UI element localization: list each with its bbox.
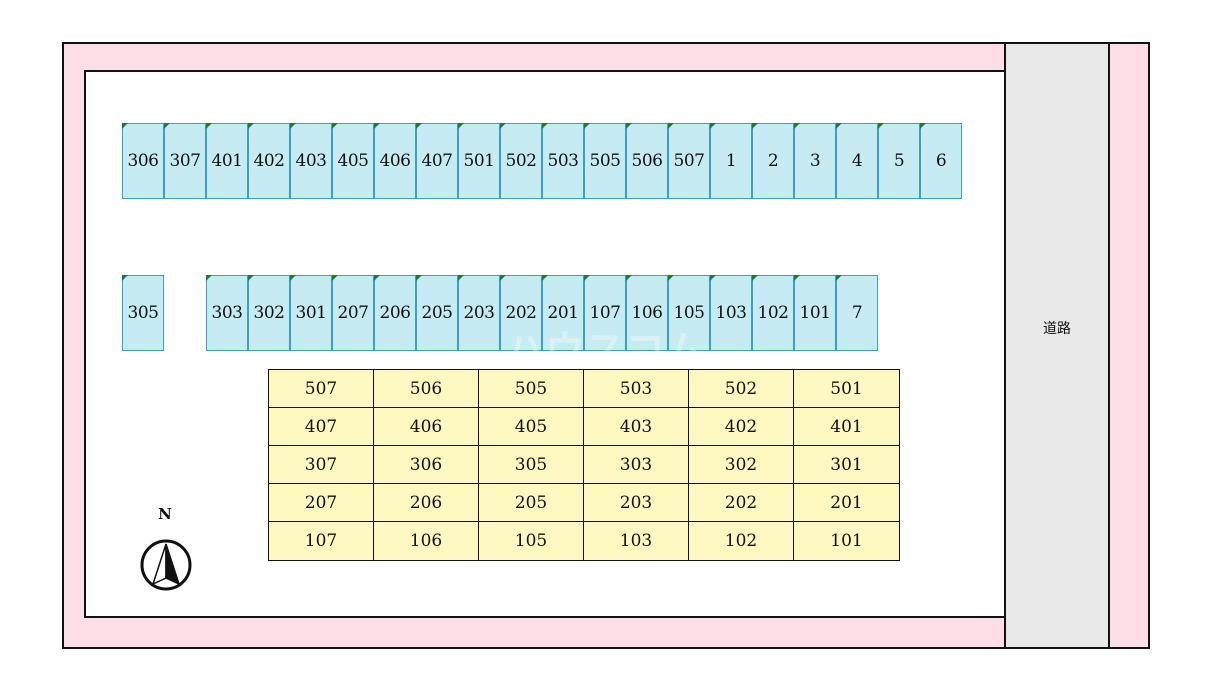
parking-stall: 305	[122, 275, 164, 351]
parking-stall: 405	[332, 123, 374, 199]
building-unit: 402	[689, 408, 794, 446]
building-unit: 302	[689, 446, 794, 484]
parking-stall: 1	[710, 123, 752, 199]
building-unit: 507	[269, 370, 374, 408]
building-unit: 401	[794, 408, 899, 446]
building-unit: 102	[689, 522, 794, 560]
parking-stall: 103	[710, 275, 752, 351]
parking-stall: 205	[416, 275, 458, 351]
parking-stall: 105	[668, 275, 710, 351]
parking-stall: 301	[290, 275, 332, 351]
parking-stall: 3	[794, 123, 836, 199]
building-unit: 407	[269, 408, 374, 446]
parking-stall: 402	[248, 123, 290, 199]
north-label: N	[158, 505, 172, 523]
building-unit: 405	[479, 408, 584, 446]
building-unit: 307	[269, 446, 374, 484]
parking-stall: 201	[542, 275, 584, 351]
parking-stall: 403	[290, 123, 332, 199]
parking-stall: 401	[206, 123, 248, 199]
building-unit: 103	[584, 522, 689, 560]
parking-stall: 502	[500, 123, 542, 199]
parking-stall: 506	[626, 123, 668, 199]
road-label: 道路	[1043, 321, 1071, 337]
parking-stall: 505	[584, 123, 626, 199]
building-unit: 203	[584, 484, 689, 522]
road	[1004, 42, 1110, 649]
building-unit: 202	[689, 484, 794, 522]
building-unit: 301	[794, 446, 899, 484]
building-unit: 506	[374, 370, 479, 408]
parking-stall: 507	[668, 123, 710, 199]
parking-stall: 406	[374, 123, 416, 199]
building-unit: 503	[584, 370, 689, 408]
building-unit: 101	[830, 531, 863, 551]
building-unit: 201	[794, 484, 899, 522]
parking-stall: 101	[794, 275, 836, 351]
building-unit: 501	[794, 370, 899, 408]
building-unit: 403	[584, 408, 689, 446]
parking-stall: 307	[164, 123, 206, 199]
building-unit: 505	[479, 370, 584, 408]
parking-stall: 7	[836, 275, 878, 351]
building-unit: 207	[269, 484, 374, 522]
compass-icon	[140, 539, 192, 591]
building-unit: 106	[374, 522, 479, 560]
building-unit: 502	[689, 370, 794, 408]
parking-stall: 107	[584, 275, 626, 351]
parking-stall: 4	[836, 123, 878, 199]
building-unit: 107	[269, 522, 374, 560]
parking-stall: 206	[374, 275, 416, 351]
parking-stall: 302	[248, 275, 290, 351]
parking-stall: 306	[122, 123, 164, 199]
parking-stall: 303	[206, 275, 248, 351]
building-unit: 305	[479, 446, 584, 484]
parking-stall: 503	[542, 123, 584, 199]
parking-stall: 106	[626, 275, 668, 351]
parking-stall: 407	[416, 123, 458, 199]
building-unit: 306	[374, 446, 479, 484]
building-unit: 105	[479, 522, 584, 560]
parking-stall: 207	[332, 275, 374, 351]
parking-stall: 6	[920, 123, 962, 199]
parking-stall: 501	[458, 123, 500, 199]
parking-stall: 203	[458, 275, 500, 351]
parking-stall: 102	[752, 275, 794, 351]
building-unit: 303	[584, 446, 689, 484]
building-unit: 205	[479, 484, 584, 522]
parking-stall: 5	[878, 123, 920, 199]
parking-stall: 202	[500, 275, 542, 351]
parking-stall: 2	[752, 123, 794, 199]
building-unit: 406	[374, 408, 479, 446]
watermark: ハウスコム	[505, 328, 705, 374]
building-unit: 206	[374, 484, 479, 522]
